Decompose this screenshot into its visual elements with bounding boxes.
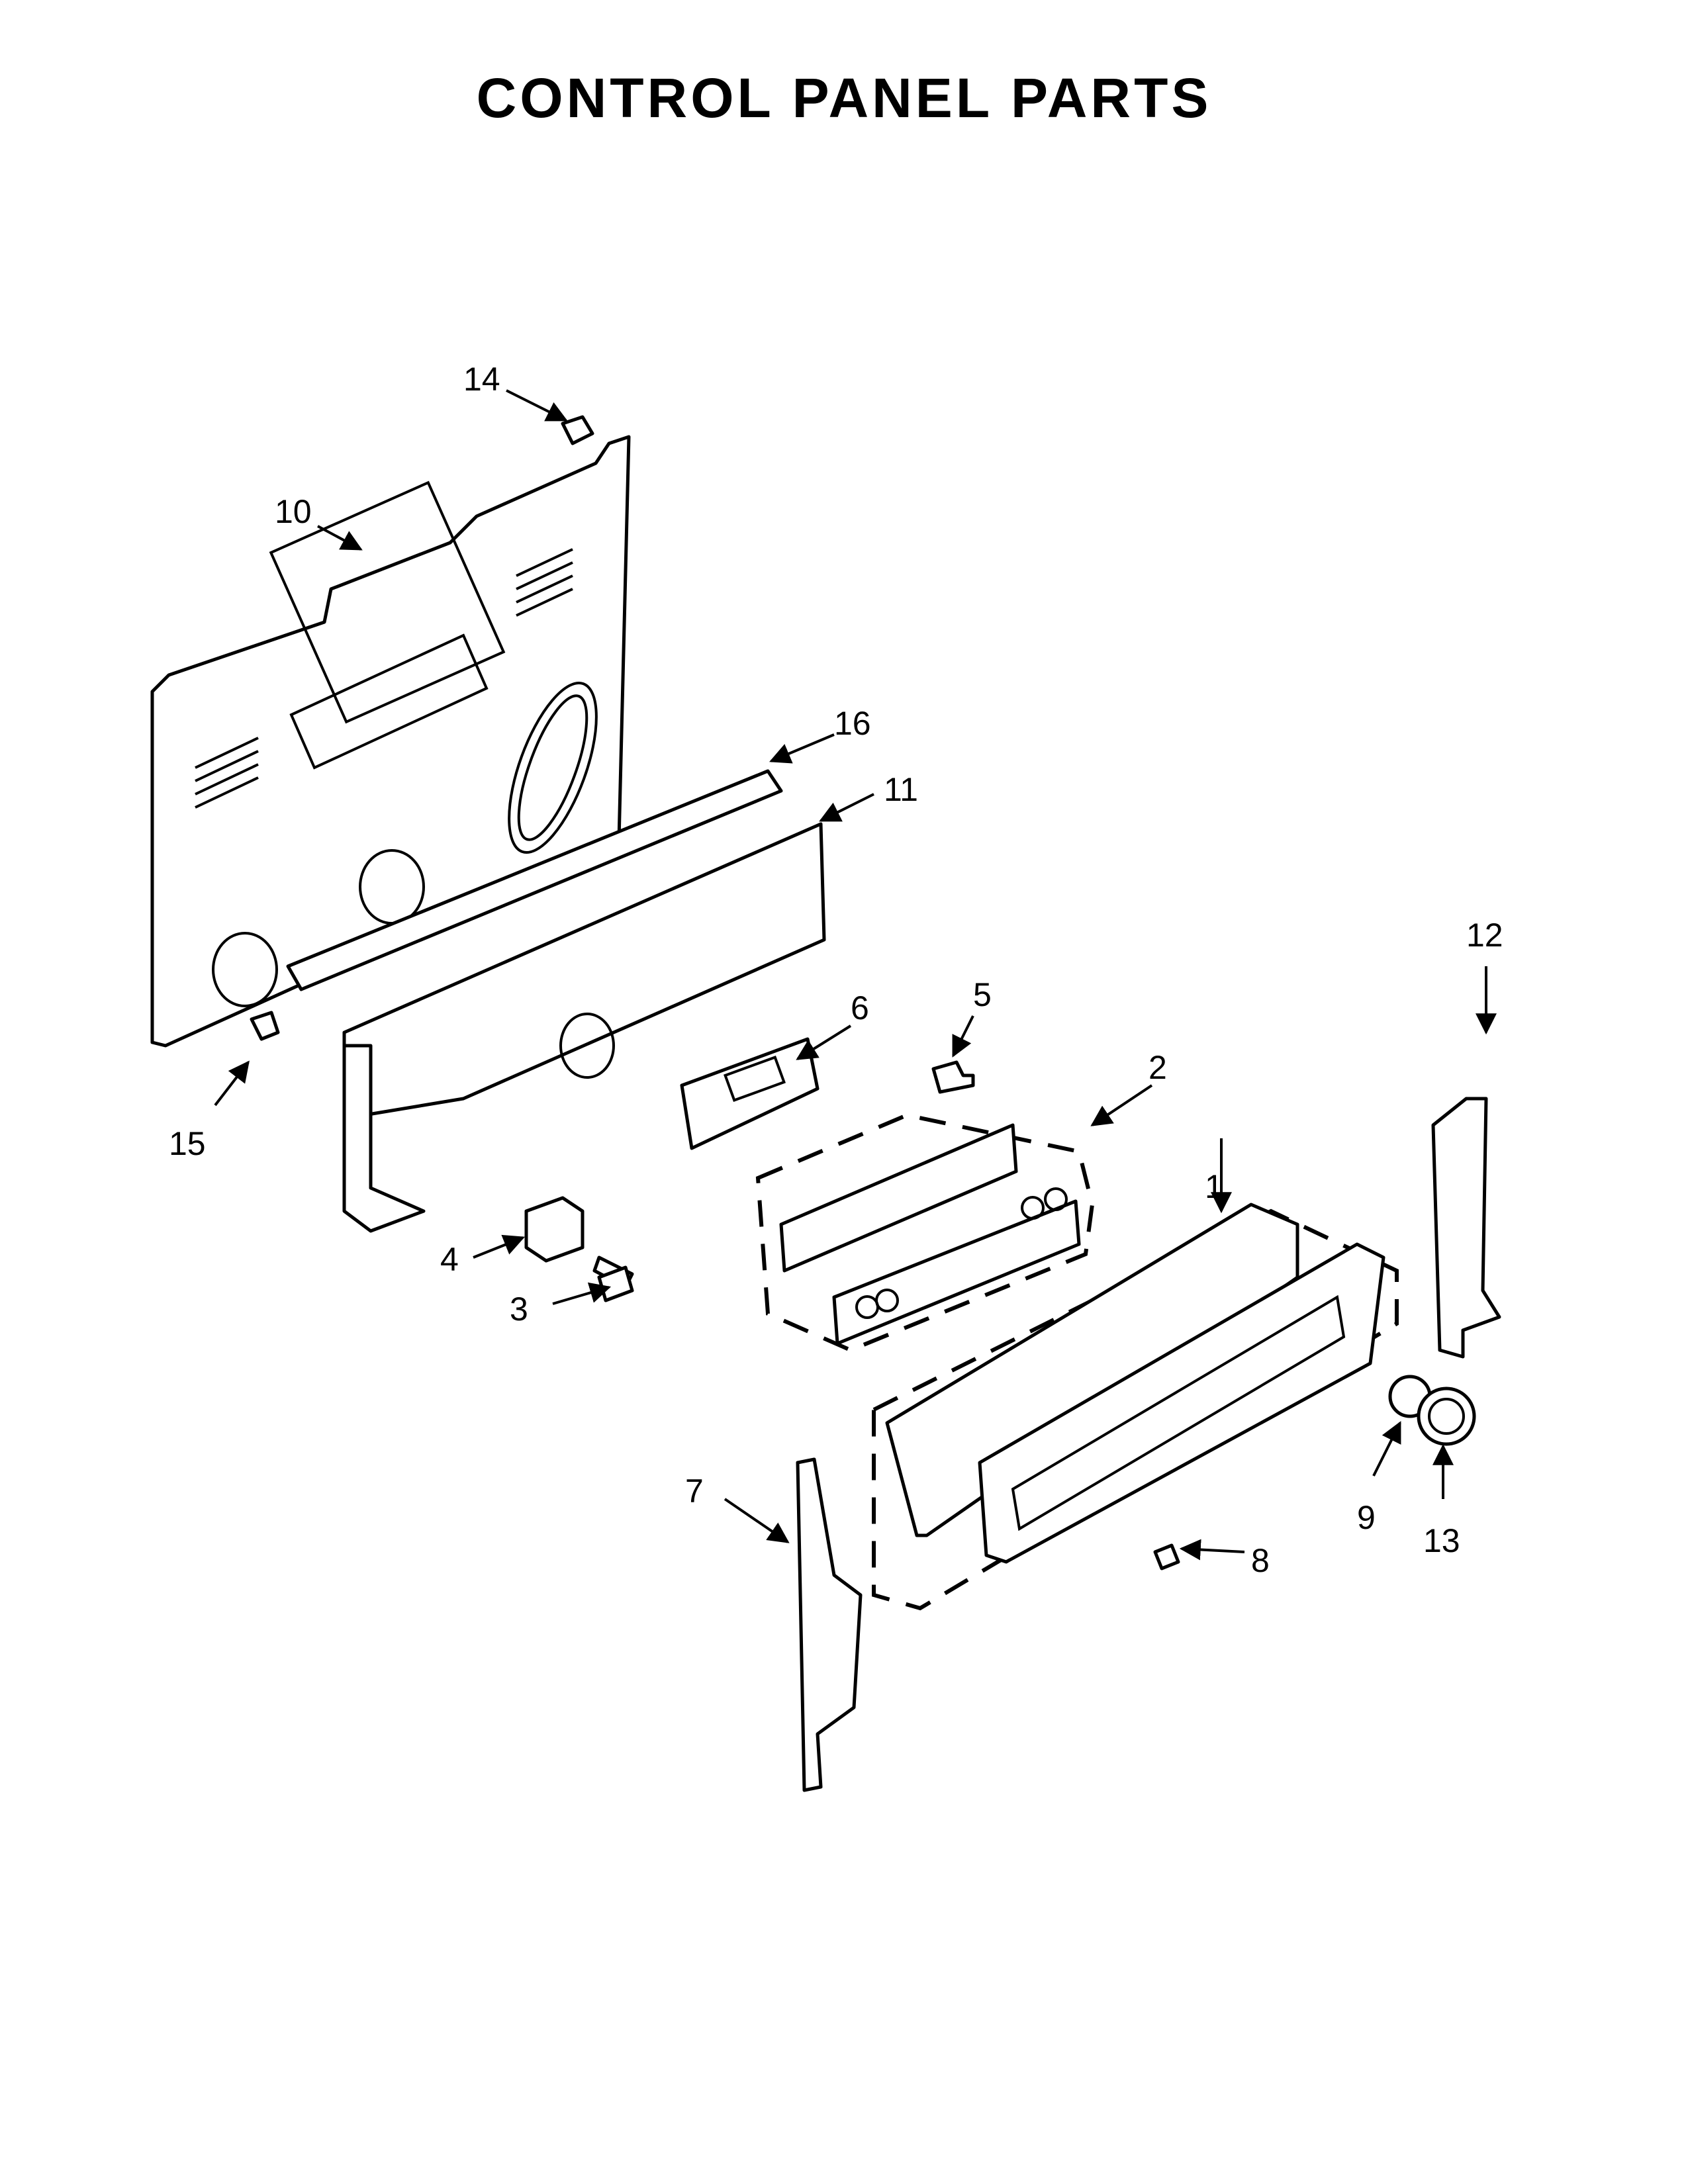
callout-8: 8 (1251, 1542, 1270, 1579)
right-end-cap-part (1431, 1097, 1501, 1359)
callout-12: 12 (1466, 917, 1503, 954)
callout-1: 1 (1205, 1168, 1223, 1205)
mounting-bracket-part (342, 822, 826, 1233)
callout-13: 13 (1423, 1522, 1460, 1559)
callout-4: 4 (440, 1241, 459, 1278)
callout-15: 15 (169, 1125, 206, 1162)
callout-leaders (214, 389, 1497, 1561)
switch-part (931, 1060, 975, 1094)
control-panel-assembly-part (755, 1113, 1095, 1353)
control-board-part (680, 1037, 820, 1150)
callout-11: 11 (884, 771, 918, 808)
callout-6: 6 (851, 989, 869, 1026)
callout-5: 5 (973, 976, 992, 1013)
control-console-part (872, 1203, 1399, 1611)
callout-3: 3 (510, 1291, 528, 1328)
left-end-cap-part (796, 1457, 863, 1792)
callout-2: 2 (1149, 1049, 1167, 1086)
page-title: CONTROL PANEL PARTS (476, 67, 1212, 129)
callout-14: 14 (463, 361, 500, 398)
callout-16: 16 (834, 705, 871, 742)
knob-part (1388, 1375, 1476, 1446)
callout-10: 10 (275, 493, 312, 530)
callout-9: 9 (1357, 1499, 1376, 1536)
rail-bracket-part (286, 769, 783, 991)
callout-7: 7 (685, 1473, 704, 1510)
